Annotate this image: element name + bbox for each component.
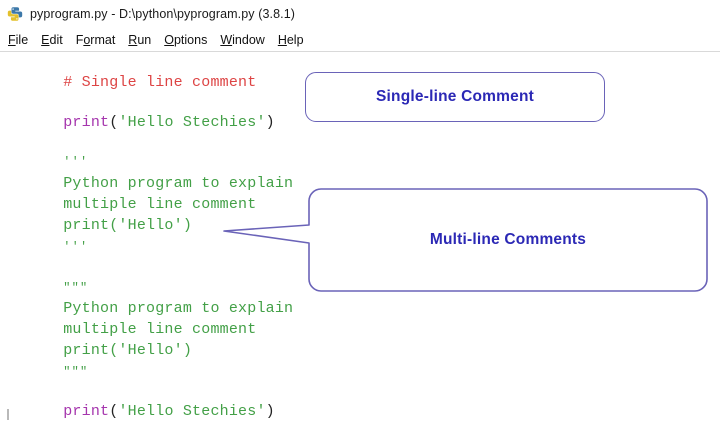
- code-line-print-1: print('Hello Stechies'): [8, 97, 275, 148]
- menu-window-post: indow: [232, 33, 265, 47]
- menu-run-acc: R: [128, 33, 138, 47]
- menu-options-acc: O: [164, 33, 174, 47]
- menu-file-post: ile: [15, 33, 29, 47]
- python-idle-icon: [7, 6, 23, 22]
- triple-single-quote-open: ''': [63, 155, 89, 169]
- callout-multi-line-comments: Multi-line Comments: [222, 186, 710, 298]
- code-line-single-comment: # Single line comment: [8, 57, 256, 108]
- code-line-block1-print: print('Hello'): [8, 200, 192, 251]
- window-title: pyprogram.py - D:\python\pyprogram.py (3…: [30, 7, 296, 21]
- menu-options-post: ptions: [173, 33, 208, 47]
- callout-multi-line-bubble: [223, 188, 708, 292]
- block-print-a: print('Hello'): [63, 217, 193, 234]
- menu-run-post: un: [137, 33, 152, 47]
- code-line-block2-text1: Python program to explain: [8, 283, 293, 334]
- callout-single-line-label: Single-line Comment: [376, 88, 534, 105]
- menu-help-post: elp: [286, 33, 304, 47]
- menu-format-acc: o: [83, 33, 91, 47]
- menu-item-help[interactable]: Help: [278, 33, 304, 47]
- code-line-block2-text2: multiple line comment: [8, 304, 256, 355]
- menu-item-run[interactable]: Run: [128, 33, 151, 47]
- block-text-1a: Python program to explain: [63, 175, 294, 192]
- string-hello-stechies-2: 'Hello Stechies': [118, 403, 266, 420]
- menu-help-acc: H: [277, 33, 287, 47]
- block-text-2b: multiple line comment: [63, 321, 257, 338]
- keyword-print: print: [63, 114, 110, 131]
- code-line-triple-single-open: ''': [8, 136, 88, 188]
- paren-close-2: ): [265, 403, 275, 420]
- block-text-2a: multiple line comment: [63, 196, 257, 213]
- menu-separator: [0, 51, 720, 52]
- menu-item-window[interactable]: Window: [220, 33, 264, 47]
- menu-item-file[interactable]: File: [8, 33, 28, 47]
- menu-item-edit[interactable]: Edit: [41, 33, 63, 47]
- triple-single-quote-close: ''': [63, 240, 89, 254]
- block-print-b: print('Hello'): [63, 342, 193, 359]
- menu-item-options[interactable]: Options: [164, 33, 207, 47]
- callout-single-line-comment: Single-line Comment: [305, 72, 605, 122]
- code-line-block1-text1: Python program to explain: [8, 158, 293, 209]
- menu-item-format[interactable]: Format: [76, 33, 116, 47]
- code-line-print-2: print('Hello Stechies'): [8, 386, 275, 422]
- menu-window-acc: W: [220, 33, 233, 47]
- keyword-print-2: print: [63, 403, 110, 420]
- block-text-1b: Python program to explain: [63, 300, 294, 317]
- code-line-block2-print: print('Hello'): [8, 325, 192, 376]
- paren-close: ): [265, 114, 275, 131]
- triple-double-quote-close: """: [63, 365, 89, 379]
- code-line-triple-double-open: """: [8, 262, 88, 314]
- code-line-block1-text2: multiple line comment: [8, 179, 256, 230]
- menu-bar: File Edit Format Run Options Window Help: [0, 30, 720, 50]
- paren-open: (: [109, 114, 119, 131]
- menu-format-post: rmat: [90, 33, 116, 47]
- comment-text: # Single line comment: [63, 74, 257, 91]
- triple-double-quote-open: """: [63, 281, 89, 295]
- code-line-triple-double-close: """: [8, 346, 88, 398]
- paren-open-2: (: [109, 403, 119, 420]
- menu-edit-post: dit: [49, 33, 63, 47]
- menu-format-pre: F: [75, 33, 84, 47]
- string-hello-stechies: 'Hello Stechies': [118, 114, 266, 131]
- title-bar: pyprogram.py - D:\python\pyprogram.py (3…: [0, 0, 720, 28]
- menu-edit-acc: E: [41, 33, 50, 47]
- text-caret: [7, 409, 9, 420]
- menu-file-acc: F: [8, 33, 16, 47]
- code-line-triple-single-close: ''': [8, 221, 88, 273]
